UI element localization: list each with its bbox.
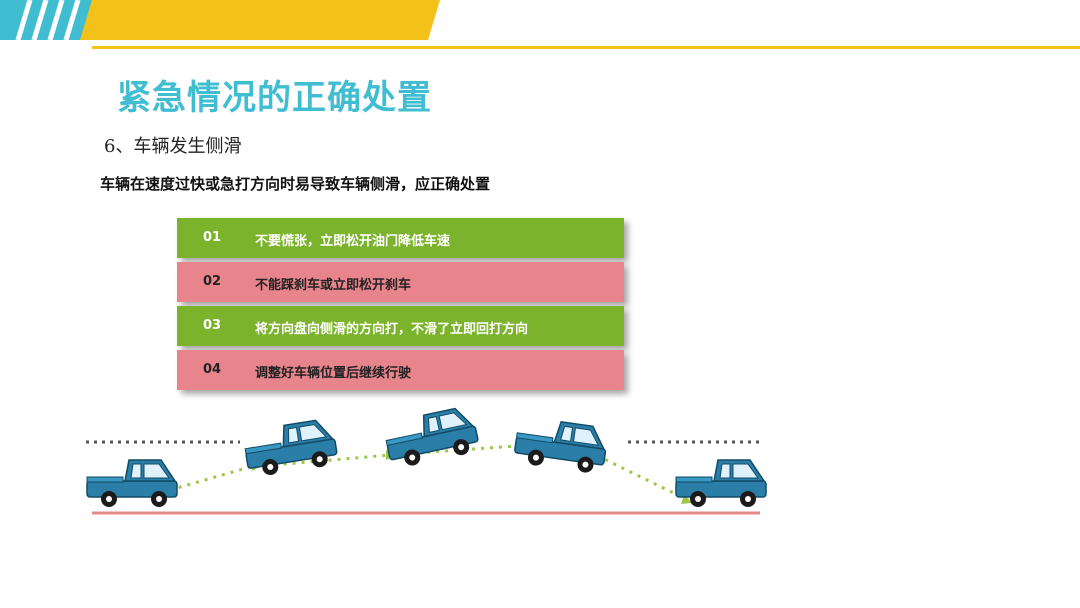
skid-illustration — [86, 404, 767, 515]
page-title: 紧急情况的正确处置 — [117, 78, 432, 118]
step-item-04: 04 调整好车辆位置后继续行驶 — [177, 350, 624, 390]
step-item-02: 02 不能踩刹车或立即松开刹车 — [177, 262, 624, 302]
truck-icon — [675, 459, 767, 508]
truck-icon — [241, 417, 340, 480]
step-number: 01 — [203, 230, 222, 245]
truck-icon — [381, 404, 482, 471]
step-item-01: 01 不要慌张，立即松开油门降低车速 — [177, 218, 624, 258]
truck-icon — [512, 415, 610, 476]
step-text: 不要慌张，立即松开油门降低车速 — [255, 234, 451, 249]
step-text: 不能踩刹车或立即松开刹车 — [255, 278, 412, 293]
step-text: 调整好车辆位置后继续行驶 — [255, 366, 412, 381]
step-number: 04 — [203, 362, 222, 377]
section-subtitle: 6、车辆发生侧滑 — [104, 136, 242, 157]
skid-path-dots — [169, 443, 691, 503]
step-number: 02 — [203, 274, 222, 289]
step-item-03: 03 将方向盘向侧滑的方向打，不滑了立即回打方向 — [177, 306, 624, 346]
lead-text: 车辆在速度过快或急打方向时易导致车辆侧滑，应正确处置 — [100, 175, 491, 193]
steps-list: 01 不要慌张，立即松开油门降低车速 02 不能踩刹车或立即松开刹车 03 将方… — [177, 218, 637, 394]
header-stripe-band — [0, 0, 440, 40]
truck-icon — [86, 459, 178, 508]
header-divider-line — [92, 46, 1080, 49]
step-text: 将方向盘向侧滑的方向打，不滑了立即回打方向 — [255, 322, 529, 337]
step-number: 03 — [203, 318, 222, 333]
